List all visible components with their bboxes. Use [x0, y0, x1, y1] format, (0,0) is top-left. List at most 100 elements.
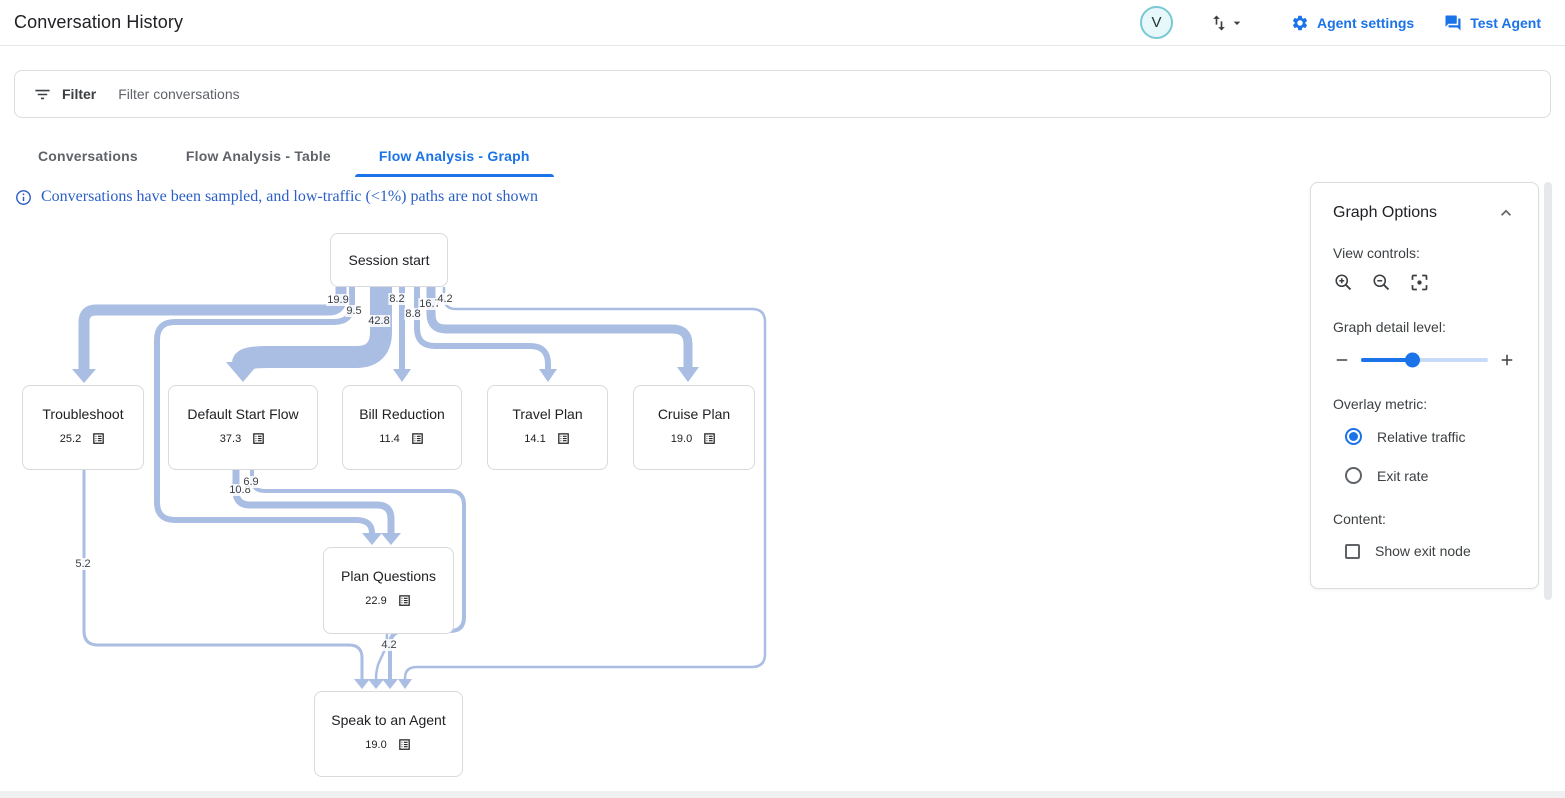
graph-detail-slider-row — [1333, 351, 1516, 369]
tab-flow-analysis-table[interactable]: Flow Analysis - Table — [185, 148, 331, 164]
edge-label: 8.8 — [404, 308, 422, 320]
header-actions: V Agent settings Te — [1139, 6, 1549, 39]
agent-settings-button[interactable]: Agent settings — [1283, 8, 1422, 38]
gear-icon — [1291, 14, 1309, 32]
node-label: Plan Questions — [341, 568, 436, 584]
graph-detail-label: Graph detail level: — [1333, 319, 1446, 335]
view-controls — [1333, 272, 1516, 293]
plus-icon[interactable] — [1498, 351, 1516, 369]
node-travel-plan[interactable]: Travel Plan 14.1 — [487, 385, 608, 470]
show-exit-node-checkbox-row[interactable]: Show exit node — [1333, 543, 1516, 559]
edge-label: 8.2 — [388, 293, 406, 305]
node-value: 25.2 — [59, 432, 82, 445]
page-title: Conversation History — [14, 12, 184, 32]
tab-flow-analysis-graph[interactable]: Flow Analysis - Graph — [354, 135, 554, 177]
node-value-row: 25.2 — [60, 431, 106, 446]
flow-graph-canvas[interactable]: 19.9 9.5 42.8 8.2 8.8 16.7 4.2 10.8 6.9 … — [0, 0, 800, 798]
horizontal-scrollbar-track[interactable] — [0, 791, 1565, 798]
center-focus-icon[interactable] — [1409, 272, 1430, 293]
list-alt-icon[interactable] — [91, 431, 106, 446]
node-label: Travel Plan — [512, 406, 583, 422]
graph-options-panel: Graph Options View controls: Graph detai… — [1310, 182, 1539, 589]
swap-vert-icon — [1209, 13, 1229, 33]
slider-fill — [1361, 358, 1412, 362]
list-alt-icon[interactable] — [410, 431, 425, 446]
node-cruise-plan[interactable]: Cruise Plan 19.0 — [633, 385, 755, 470]
list-alt-icon[interactable] — [397, 593, 412, 608]
node-value: 14.1 — [524, 432, 546, 445]
node-value-row: 19.0 — [671, 431, 717, 446]
list-alt-icon[interactable] — [702, 431, 717, 446]
vertical-scrollbar-thumb[interactable] — [1544, 182, 1552, 600]
edge-label: 19.9 — [326, 294, 350, 306]
checkbox-label: Show exit node — [1375, 543, 1471, 559]
filter-bar: Filter — [14, 70, 1551, 118]
node-session-start[interactable]: Session start — [330, 233, 448, 287]
list-alt-icon[interactable] — [397, 737, 412, 752]
edge-label: 16.7 — [418, 298, 442, 310]
node-value: 19.0 — [365, 738, 387, 751]
edge-label: 9.5 — [345, 305, 363, 317]
radio-label: Exit rate — [1377, 467, 1429, 484]
chevron-up-icon[interactable] — [1496, 203, 1516, 223]
edge-label: 42.8 — [367, 315, 391, 327]
node-default-start-flow[interactable]: Default Start Flow 37.3 — [168, 385, 318, 470]
node-label: Speak to an Agent — [331, 712, 446, 728]
node-label: Bill Reduction — [359, 406, 445, 422]
list-alt-icon[interactable] — [251, 431, 266, 446]
node-label: Troubleshoot — [42, 406, 124, 422]
edge-label: 5.2 — [74, 558, 92, 570]
radio-exit-rate[interactable]: Exit rate — [1333, 467, 1516, 484]
checkbox-icon — [1345, 543, 1360, 559]
node-label: Session start — [348, 252, 430, 268]
tab-bar: Conversations Flow Analysis - Table Flow… — [14, 135, 554, 177]
filter-conversations-input[interactable] — [118, 86, 519, 102]
graph-detail-slider[interactable] — [1361, 352, 1488, 368]
node-value-row: 14.1 — [524, 431, 570, 446]
sort-button[interactable] — [1209, 13, 1245, 33]
radio-selected-icon — [1345, 428, 1362, 445]
graph-options-header: Graph Options — [1333, 203, 1516, 223]
node-value-row: 19.0 — [365, 737, 411, 752]
view-controls-label: View controls: — [1333, 245, 1420, 261]
node-label: Default Start Flow — [187, 406, 299, 422]
info-icon — [15, 189, 32, 206]
radio-unselected-icon — [1345, 467, 1362, 484]
node-bill-reduction[interactable]: Bill Reduction 11.4 — [342, 385, 462, 470]
filter-label: Filter — [62, 86, 97, 102]
avatar[interactable]: V — [1139, 6, 1173, 39]
agent-settings-label: Agent settings — [1316, 14, 1415, 31]
node-value: 19.0 — [670, 432, 693, 445]
edge-label: 4.2 — [380, 639, 398, 651]
node-value-row: 22.9 — [365, 593, 411, 608]
radio-relative-traffic[interactable]: Relative traffic — [1333, 428, 1516, 445]
node-plan-questions[interactable]: Plan Questions 22.9 — [323, 547, 454, 634]
node-value: 22.9 — [365, 594, 387, 607]
test-agent-button[interactable]: Test Agent — [1436, 8, 1549, 38]
sampling-info-banner: Conversations have been sampled, and low… — [15, 188, 538, 206]
test-agent-label: Test Agent — [1470, 14, 1541, 31]
list-alt-icon[interactable] — [556, 431, 571, 446]
node-value-row: 37.3 — [220, 431, 266, 446]
zoom-out-icon[interactable] — [1371, 272, 1392, 293]
caret-down-icon — [1229, 15, 1245, 31]
graph-options-title: Graph Options — [1333, 204, 1438, 221]
edge-label: 6.9 — [242, 476, 260, 488]
zoom-in-icon[interactable] — [1333, 272, 1354, 293]
node-speak-to-an-agent[interactable]: Speak to an Agent 19.0 — [314, 691, 463, 777]
node-value-row: 11.4 — [379, 431, 425, 446]
node-troubleshoot[interactable]: Troubleshoot 25.2 — [22, 385, 144, 470]
node-label: Cruise Plan — [657, 406, 731, 422]
filter-button[interactable]: Filter — [33, 85, 96, 104]
overlay-metric-label: Overlay metric: — [1333, 396, 1428, 412]
chat-icon — [1444, 14, 1462, 32]
content-label: Content: — [1333, 511, 1386, 527]
minus-icon[interactable] — [1333, 351, 1351, 369]
node-value: 37.3 — [219, 432, 242, 445]
node-value: 11.4 — [379, 432, 400, 445]
tab-conversations[interactable]: Conversations — [38, 148, 138, 164]
edge-label: 4.2 — [436, 293, 454, 305]
slider-thumb[interactable] — [1404, 352, 1420, 368]
app-header: Conversation History V Agent settings — [0, 0, 1565, 46]
